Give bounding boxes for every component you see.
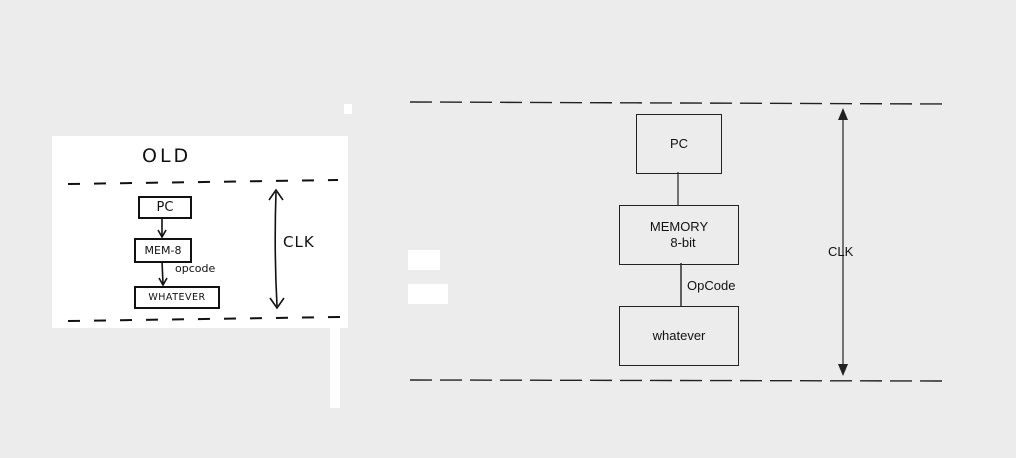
sketch-top-dashed-line <box>67 179 339 185</box>
sketch-scrap <box>408 250 440 270</box>
clk-label: CLK <box>828 244 854 259</box>
sketch-pc-box: PC <box>138 196 192 219</box>
old-title: OLD <box>142 145 192 167</box>
opcode-label: OpCode <box>687 278 736 293</box>
sketch-whatever-label: WHATEVER <box>148 292 206 303</box>
sketch-memory-label: MEM-8 <box>144 244 182 257</box>
pc-label: PC <box>669 136 689 151</box>
sketch-clk-arrow <box>268 188 285 310</box>
sketch-scrap <box>408 284 448 304</box>
clk-double-arrow <box>838 108 848 376</box>
sketch-scrap <box>330 328 340 408</box>
whatever-box: whatever <box>619 306 739 366</box>
bottom-dashed-line <box>409 379 947 382</box>
top-dashed-line <box>409 101 947 105</box>
sketch-pc-label: PC <box>156 200 174 215</box>
whatever-label: whatever <box>652 328 706 343</box>
sketch-pc-mem-arrow <box>157 216 167 239</box>
memory-box: MEMORY 8-bit <box>619 205 739 265</box>
sketch-bottom-dashed-line <box>67 316 341 322</box>
memory-label: MEMORY <box>649 219 709 234</box>
pc-box: PC <box>636 114 722 174</box>
memory-bits-label: 8-bit <box>670 235 696 250</box>
sketch-scrap <box>344 104 352 114</box>
sketch-memory-box: MEM-8 <box>134 238 192 263</box>
sketch-clk-label: CLK <box>283 233 315 251</box>
sketch-mem-whatever-arrow <box>158 260 168 287</box>
sketch-opcode-label: opcode <box>175 262 216 275</box>
sketch-whatever-box: WHATEVER <box>134 286 220 309</box>
